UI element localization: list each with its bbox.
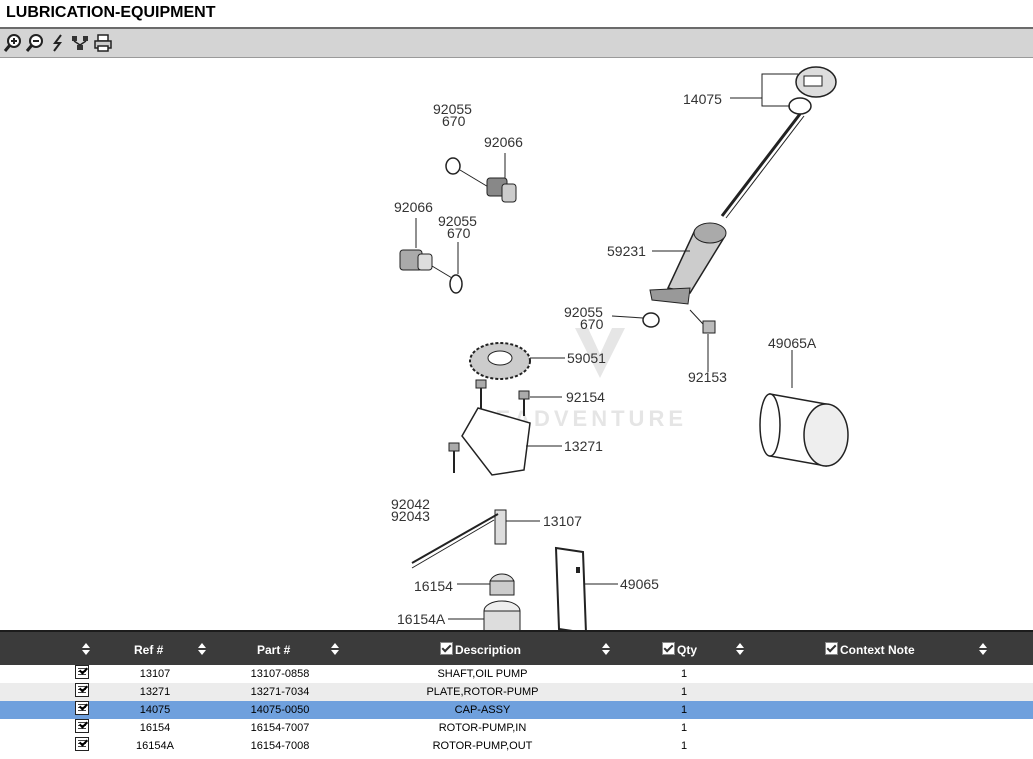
header-part[interactable]: Part # [257,643,291,657]
header-context-note-label: Context Note [840,643,915,657]
cell-part: 16154-7008 [250,740,310,752]
rotor-pump-inner-part [489,573,515,596]
cell-part: 13271-7034 [250,686,310,698]
label-59051: 59051 [567,350,606,366]
description-column-checkbox[interactable] [440,642,453,655]
label-670: 670 [442,113,466,129]
cell-qty: 1 [680,686,688,698]
add-to-list-icon[interactable] [75,719,89,733]
sort-icon[interactable] [736,643,744,655]
cell-description: ROTOR-PUMP,OUT [432,740,533,752]
zoom-in-icon[interactable] [3,33,23,53]
add-to-list-icon[interactable] [75,683,89,697]
zoom-out-icon[interactable] [25,33,45,53]
table-row[interactable]: 13271 13271-7034 PLATE,ROTOR-PUMP 1 [0,683,1033,701]
toolbar [0,29,1033,58]
rotor-pump-outer-part [483,600,521,630]
label-92153: 92153 [688,369,727,385]
oil-filler-tube-part [649,222,727,305]
cell-description: SHAFT,OIL PUMP [437,668,528,680]
context-note-column-checkbox[interactable] [825,642,838,655]
header-context-note[interactable]: Context Note [825,642,915,658]
table-row[interactable]: 16154A 16154-7008 ROTOR-PUMP,OUT 1 [0,737,1033,755]
table-row-selected[interactable]: 14075 14075-0050 CAP-ASSY 1 [0,701,1033,719]
cell-ref: 14075 [139,704,171,716]
label-16154a: 16154A [397,611,446,627]
label-14075: 14075 [683,91,722,107]
sort-icon[interactable] [979,643,987,655]
oil-filter-part [759,393,849,467]
add-to-list-icon[interactable] [75,701,89,715]
table-row[interactable]: 13107 13107-0858 SHAFT,OIL PUMP 1 [0,665,1033,683]
label-49065a: 49065A [768,335,817,351]
label-59231: 59231 [607,243,646,259]
label-92042: 92042 [391,496,430,512]
header-description[interactable]: Description [440,642,521,658]
header-ref[interactable]: Ref # [134,643,164,657]
label-92055: 92055 [433,101,472,117]
label-670: 670 [447,225,471,241]
qty-column-checkbox[interactable] [662,642,675,655]
cell-ref: 13107 [139,668,171,680]
label-92055: 92055 [564,304,603,320]
parts-table: Ref # Part # Description Qty Context Not… [0,630,1033,759]
o-ring-part [445,157,461,175]
sort-icon[interactable] [331,643,339,655]
page-title: LUBRICATION-EQUIPMENT [6,4,216,21]
header-qty-label: Qty [677,643,698,657]
header-qty[interactable]: Qty [662,642,697,658]
cell-description: PLATE,ROTOR-PUMP [426,686,539,698]
sort-icon[interactable] [602,643,610,655]
label-92043: 92043 [391,508,430,524]
add-to-list-icon[interactable] [75,665,89,679]
label-13107: 13107 [543,513,582,529]
label-92154: 92154 [566,389,605,405]
cell-qty: 1 [680,722,688,734]
header-description-label: Description [455,643,522,657]
label-670: 670 [580,316,604,332]
pump-gear-part [469,342,531,380]
parts-diagram[interactable]: LEADVENTURE [0,58,1033,630]
watermark-logo: LEADVENTURE [478,328,683,431]
sort-icon[interactable] [198,643,206,655]
cell-ref: 16154 [139,722,171,734]
label-16154: 16154 [414,578,453,594]
label-92055: 92055 [438,213,477,229]
label-92066: 92066 [484,134,523,150]
oil-pump-shaft-part [494,509,507,545]
label-13271: 13271 [564,438,603,454]
cell-ref: 13271 [139,686,171,698]
drain-plug-part [399,249,433,271]
sort-icon[interactable] [82,643,90,655]
cell-description: CAP-ASSY [454,704,511,716]
cell-part: 13107-0858 [250,668,310,680]
cell-ref: 16154A [136,740,174,752]
lightning-icon[interactable] [48,33,68,53]
cell-qty: 1 [680,740,688,752]
print-icon[interactable] [93,33,113,53]
add-to-list-icon[interactable] [75,737,89,751]
table-row[interactable]: 16154 16154-7007 ROTOR-PUMP,IN 1 [0,719,1033,737]
label-49065: 49065 [620,576,659,592]
title-bar: LUBRICATION-EQUIPMENT [0,0,1033,29]
cell-qty: 1 [680,668,688,680]
cell-qty: 1 [680,704,688,716]
network-icon[interactable] [70,33,90,53]
cell-description: ROTOR-PUMP,IN [438,722,527,734]
cell-part: 14075-0050 [250,704,310,716]
dipstick-cap-part [720,66,837,219]
label-92066: 92066 [394,199,433,215]
filter-gasket-part [554,546,587,630]
cell-part: 16154-7007 [250,722,310,734]
drain-plug-part [486,177,517,203]
table-header: Ref # Part # Description Qty Context Not… [0,630,1033,665]
